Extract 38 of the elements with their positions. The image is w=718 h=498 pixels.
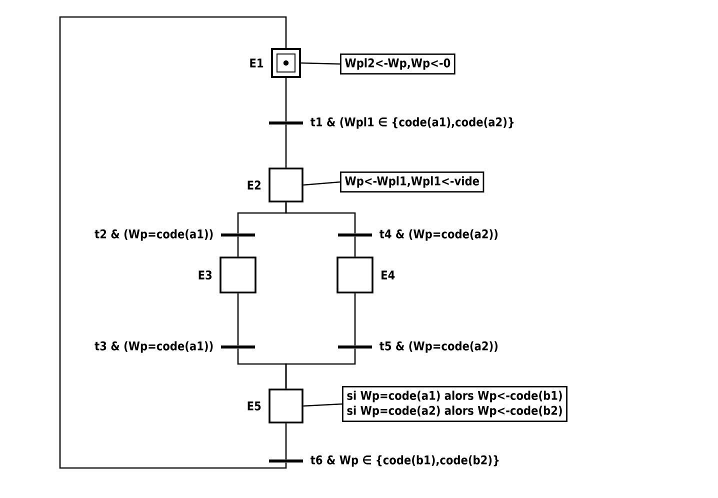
connector-line: [303, 403, 342, 407]
transition-label: t6 & Wp ∈ {code(b1),code(b2)}: [310, 455, 499, 467]
transition-bar: [221, 346, 255, 348]
connector-line: [285, 124, 287, 168]
connector-line: [300, 62, 340, 65]
connector-line: [237, 293, 239, 346]
transition-label: t1 & (Wpl1 ∈ {code(a1),code(a2)}: [310, 117, 514, 129]
connector-line: [285, 78, 287, 122]
transition-bar: [338, 234, 372, 236]
step-box: [336, 256, 374, 294]
transition-label: t3 & (Wp=code(a1)): [94, 341, 213, 353]
connector-line: [59, 16, 287, 469]
initial-step-box: [271, 48, 301, 78]
transition-bar: [338, 346, 372, 348]
step-label: E5: [248, 402, 261, 410]
step-label: E3: [198, 270, 212, 280]
connector-line: [285, 202, 356, 234]
step-label: E2: [248, 180, 260, 190]
action-box: Wpl2<-Wp,Wp<-0: [340, 54, 456, 74]
connector-line: [354, 293, 356, 346]
step-box: [268, 168, 304, 202]
connector-line: [237, 236, 239, 257]
connector-line: [354, 236, 356, 257]
action-box: si Wp=code(a1) alors Wp<-code(b1) si Wp=code(a2) alors Wp<-code(b2): [342, 386, 568, 422]
transition-bar: [269, 122, 303, 124]
transition-label: t2 & (Wp=code(a1)): [94, 229, 213, 241]
action-box: Wp<-Wpl1,Wpl1<-vide: [340, 172, 484, 192]
connector-line: [285, 348, 356, 389]
transition-label: t5 & (Wp=code(a2)): [380, 341, 498, 353]
transition-bar: [269, 460, 303, 462]
connector-line: [285, 423, 287, 460]
connector-line: [303, 181, 340, 186]
transition-bar: [221, 234, 255, 236]
step-box: [220, 256, 256, 294]
transition-label: t4 & (Wp=code(a2)): [380, 229, 498, 241]
step-label: E4: [382, 270, 395, 280]
step-label: E1: [250, 58, 264, 68]
step-box: [268, 388, 304, 424]
